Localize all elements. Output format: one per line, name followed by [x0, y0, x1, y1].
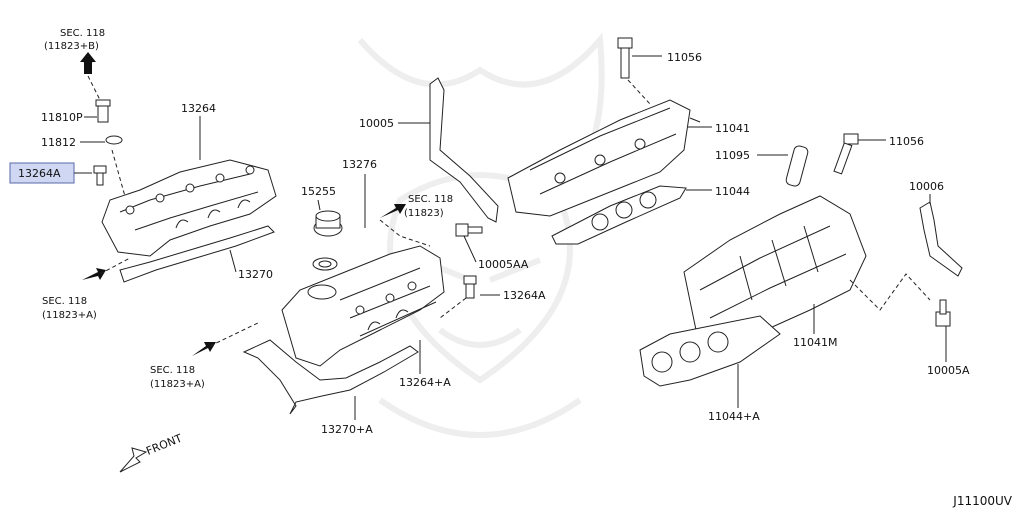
- label-13276: 13276: [342, 158, 377, 171]
- label-11810P: 11810P: [41, 111, 83, 124]
- gasket-13270[interactable]: [119, 225, 275, 283]
- label-13264-plus-A: 13264+A: [399, 376, 451, 389]
- label-13264A-highlight: 13264A: [18, 167, 61, 180]
- label-10006: 10006: [909, 180, 944, 193]
- bolt-10005A[interactable]: [935, 299, 951, 327]
- cylinder-head-11041M[interactable]: [683, 195, 867, 343]
- label-13270: 13270: [238, 268, 273, 281]
- leader-15255: [317, 199, 321, 211]
- front-arrow-icon: [119, 447, 148, 473]
- valve-cover-13264[interactable]: [101, 159, 277, 257]
- leader-dash: [87, 75, 101, 101]
- head-gasket-11044-plus-A[interactable]: [639, 315, 781, 387]
- label-11041: 11041: [715, 122, 750, 135]
- bolt-13264A-mid[interactable]: [463, 275, 477, 299]
- bracket-10005[interactable]: [429, 77, 499, 223]
- sec118-a1-label-2: (11823+A): [42, 310, 97, 321]
- leader-dash-4: [439, 297, 467, 319]
- sec118-b-label-1: SEC. 118: [60, 28, 105, 39]
- label-11044-plus-A: 11044+A: [708, 410, 760, 423]
- cylinder-head-11041[interactable]: [507, 99, 701, 217]
- leader-dash-5: [627, 79, 651, 105]
- label-11056-top: 11056: [667, 51, 702, 64]
- sec118-a2-label-1: SEC. 118: [150, 365, 195, 376]
- oil-filler-cap-15255[interactable]: [313, 210, 343, 237]
- bolt-11056-top[interactable]: [617, 37, 633, 79]
- gasket-13270-plus-A[interactable]: [242, 339, 419, 415]
- sec118-a1-label-1: SEC. 118: [42, 296, 87, 307]
- arrow-right-up-icon: [380, 204, 406, 218]
- arrow-left-down-icon-2: [192, 342, 216, 356]
- sec118-a2-label-2: (11823+A): [150, 379, 205, 390]
- sec118-a2-ref: SEC. 118 (11823+A): [150, 321, 261, 390]
- label-13264: 13264: [181, 102, 216, 115]
- label-11095: 11095: [715, 149, 750, 162]
- sec118-c-label-1: SEC. 118: [408, 194, 453, 205]
- pcv-valve-11810P[interactable]: [95, 99, 111, 123]
- label-11041M: 11041M: [793, 336, 837, 349]
- sec118-c-ref: SEC. 118 (11823): [380, 194, 453, 219]
- label-10005A: 10005A: [927, 364, 970, 377]
- sec118-c-label-2: (11823): [404, 208, 444, 219]
- leader-dash-6: [849, 273, 931, 311]
- label-10005: 10005: [359, 117, 394, 130]
- valve-cover-13264-plus-A[interactable]: [281, 245, 445, 367]
- front-indicator: FRONT: [119, 432, 184, 473]
- bracket-10006[interactable]: [919, 201, 963, 277]
- sec118-a1-ref: SEC. 118 (11823+A): [42, 257, 131, 321]
- label-13270-plus-A: 13270+A: [321, 423, 373, 436]
- leader-dash-3: [379, 219, 431, 247]
- label-13264A-mid: 13264A: [503, 289, 546, 302]
- arrow-up-icon-head: [80, 52, 96, 62]
- bolt-10005AA[interactable]: [455, 223, 483, 237]
- bolt-13264A-left[interactable]: [93, 165, 107, 186]
- front-label: FRONT: [144, 432, 184, 458]
- arrow-up-icon-body: [84, 60, 92, 74]
- leader-10005AA: [463, 235, 477, 263]
- label-10005AA: 10005AA: [478, 258, 529, 271]
- leader-13270: [229, 249, 237, 273]
- o-ring-11812[interactable]: [105, 135, 123, 145]
- arrow-left-down-icon: [82, 268, 106, 280]
- filler-seal-13276[interactable]: [312, 257, 338, 271]
- bolt-11056-right[interactable]: [833, 133, 859, 175]
- label-11812: 11812: [41, 136, 76, 149]
- leader-dash-2: [111, 149, 127, 201]
- label-11056-right: 11056: [889, 135, 924, 148]
- dowel-11095[interactable]: [785, 145, 809, 187]
- sec118-b-label-2: (11823+B): [44, 41, 99, 52]
- label-11044: 11044: [715, 185, 750, 198]
- label-15255: 15255: [301, 185, 336, 198]
- head-gasket-11044[interactable]: [551, 185, 687, 245]
- sec118-b-ref: SEC. 118 (11823+B): [44, 28, 105, 74]
- diagram-code: J11100UV: [952, 494, 1012, 508]
